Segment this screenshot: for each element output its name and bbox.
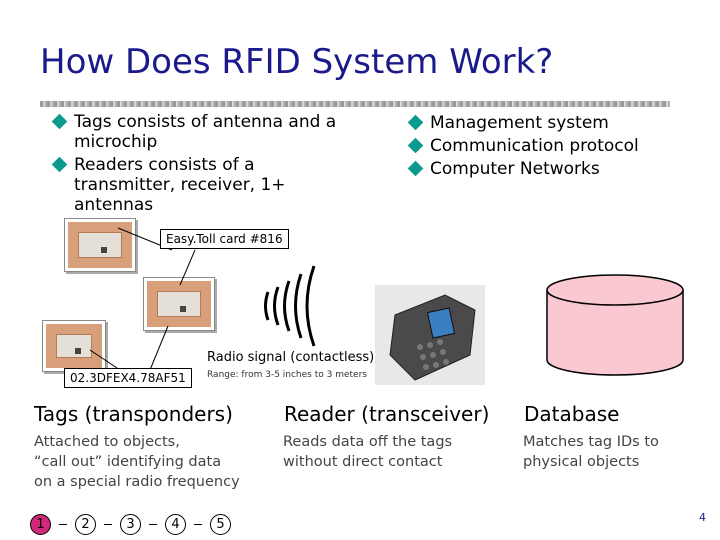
bullet-item: Tags consists of antenna and a microchip xyxy=(51,112,352,152)
database-cylinder-icon xyxy=(546,274,684,376)
bullet-item: Computer Networks xyxy=(407,159,648,179)
column-desc-database: Matches tag IDs to physical objects xyxy=(523,434,659,470)
step-button-2[interactable]: 2 xyxy=(75,514,96,535)
connector-line xyxy=(149,325,169,371)
step-arrow xyxy=(104,524,112,525)
left-bullet-list: Tags consists of antenna and a microchip… xyxy=(51,112,352,218)
connector-line xyxy=(89,349,121,371)
slide-title: How Does RFID System Work? xyxy=(40,42,554,82)
title-divider xyxy=(40,101,670,107)
column-desc-reader: Reads data off the tags without direct c… xyxy=(283,434,453,470)
step-button-4[interactable]: 4 xyxy=(165,514,186,535)
column-heading-reader: Reader (transceiver) xyxy=(284,402,490,426)
column-desc-tags: Attached to objects, “call out” identify… xyxy=(34,434,240,490)
bullet-item: Readers consists of a transmitter, recei… xyxy=(51,155,352,215)
connector-line xyxy=(179,249,196,286)
step-navigation: 1 2 3 4 5 xyxy=(30,514,231,535)
right-bullet-list: Management system Communication protocol… xyxy=(407,113,648,182)
tag-id-label: 02.3DFEX4.78AF51 xyxy=(64,368,192,388)
page-number: 4 xyxy=(699,511,706,524)
step-arrow xyxy=(194,524,202,525)
radio-wave-icon xyxy=(264,265,316,347)
rfid-tag-image xyxy=(42,320,106,372)
step-arrow xyxy=(59,524,67,525)
range-label: Range: from 3-5 inches to 3 meters xyxy=(207,370,367,380)
column-heading-tags: Tags (transponders) xyxy=(34,402,233,426)
rfid-tag-image xyxy=(143,277,215,331)
handheld-reader-image xyxy=(375,285,485,385)
step-arrow xyxy=(149,524,157,525)
bullet-item: Communication protocol xyxy=(407,136,648,156)
column-heading-database: Database xyxy=(524,402,620,426)
step-button-5[interactable]: 5 xyxy=(210,514,231,535)
card-label: Easy.Toll card #816 xyxy=(160,229,289,249)
step-button-1[interactable]: 1 xyxy=(30,514,51,535)
radio-signal-label: Radio signal (contactless) xyxy=(207,350,375,365)
step-button-3[interactable]: 3 xyxy=(120,514,141,535)
bullet-item: Management system xyxy=(407,113,648,133)
